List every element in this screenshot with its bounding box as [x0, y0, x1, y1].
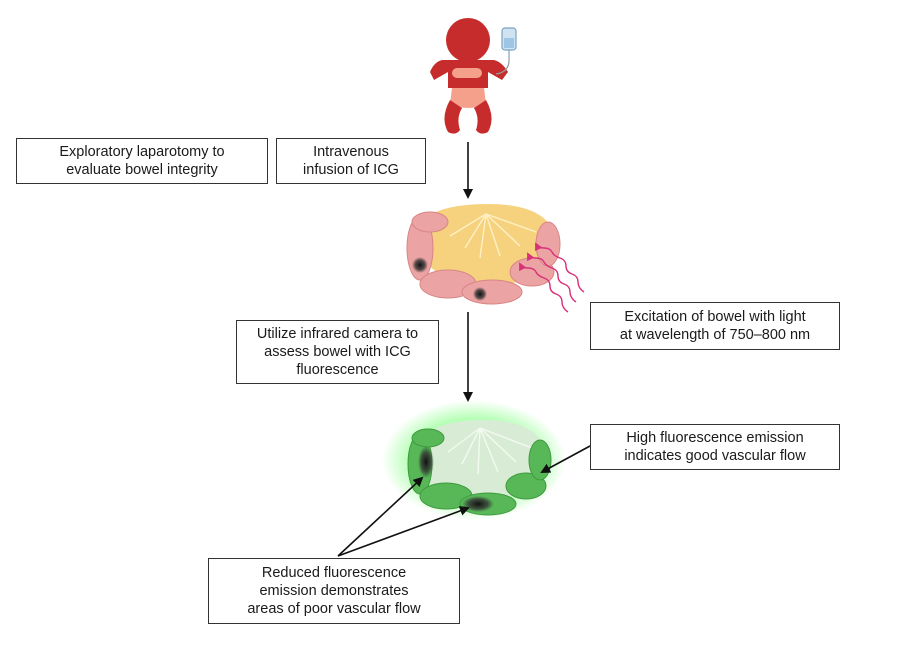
camera-text: Utilize infrared camera to assess bowel …: [256, 326, 419, 378]
high-emission-box: High fluorescence emission indicates goo…: [590, 424, 840, 470]
laparotomy-text: Exploratory laparotomy to evaluate bowel…: [59, 144, 225, 178]
arrow-high-emission: [540, 445, 591, 473]
infusion-box: Intravenous infusion of ICG: [276, 138, 426, 184]
infusion-text: Intravenous infusion of ICG: [303, 144, 399, 178]
arrow-reduced-emission-left: [337, 476, 424, 557]
excitation-box: Excitation of bowel with light at wavele…: [590, 302, 840, 350]
reduced-emission-box: Reduced fluorescence emission demonstrat…: [208, 558, 460, 624]
excitation-text: Excitation of bowel with light at wavele…: [619, 309, 811, 343]
camera-box: Utilize infrared camera to assess bowel …: [236, 320, 439, 384]
arrow-reduced-emission-bottom: [337, 506, 470, 557]
reduced-emission-text: Reduced fluorescence emission demonstrat…: [247, 565, 421, 617]
iv-bag-icon: [495, 27, 517, 75]
fluorescent-bowel-illustration: [382, 400, 566, 520]
laparotomy-box: Exploratory laparotomy to evaluate bowel…: [16, 138, 268, 184]
high-emission-text: High fluorescence emission indicates goo…: [624, 430, 806, 464]
bowel-illustration: [406, 204, 561, 305]
light-wave-icon: [519, 242, 585, 313]
infant-icon: [430, 18, 508, 134]
